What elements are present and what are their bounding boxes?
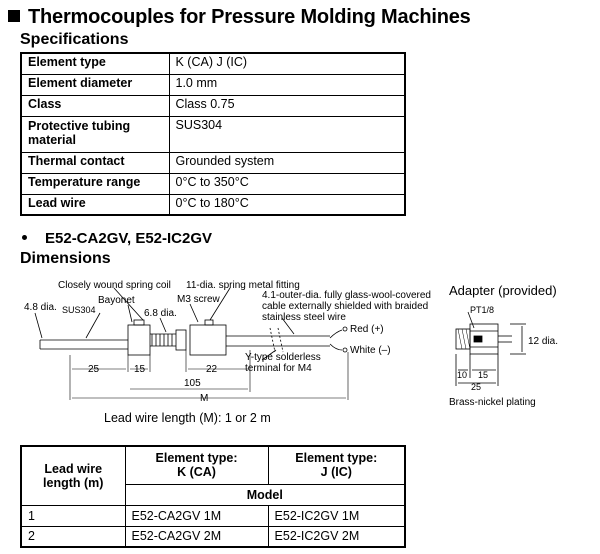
adapter-dim-10-label: 10 [457, 370, 467, 380]
adapter-title: Adapter (provided) [449, 283, 557, 298]
adapter-bore [473, 335, 483, 343]
spec-label: Protective tubing material [20, 115, 170, 153]
title-text: Thermocouples for Pressure Molding Machi… [28, 6, 471, 28]
bayonet-cap [133, 319, 145, 326]
specifications-heading: Specifications [20, 31, 129, 48]
adapter-thread-label: PT1/8 [470, 305, 494, 315]
red-lead-wire [329, 329, 343, 339]
dia-48-label: 4.8 dia. [24, 302, 57, 313]
table-row: 2 E52-CA2GV 2M E52-IC2GV 2M [20, 525, 406, 548]
cable-break-right [277, 327, 284, 353]
dimension-drawing: Closely wound spring coil 11-dia. spring… [24, 280, 558, 404]
terminal-leader [261, 349, 277, 361]
bayonet-body [127, 324, 151, 356]
lead-length-cell: 2 [20, 525, 126, 548]
element-type-k-header: Element type:K (CA) [124, 445, 269, 485]
spec-label: Element type [20, 52, 170, 75]
bayonet-label: Bayonet [98, 295, 135, 306]
terminal-label-line1: Y-type solderless [245, 352, 321, 363]
spec-label: Lead wire [20, 193, 170, 216]
spec-label: Temperature range [20, 172, 170, 195]
square-bullet-icon [8, 10, 20, 22]
cable-label-line3: stainless steel wire [262, 312, 346, 323]
terminal-label-line2: terminal for M4 [245, 363, 312, 374]
models-bullet: E52-CA2GV, E52-IC2GV [22, 230, 212, 247]
dim-22-label: 22 [206, 364, 218, 375]
lead-wire-length-note: Lead wire length (M): 1 or 2 m [104, 411, 271, 425]
m3-screw-leader [189, 303, 199, 323]
model-header: Model [124, 483, 406, 506]
adapter-body [469, 323, 499, 355]
spec-label: Element diameter [20, 73, 170, 96]
spec-label: Thermal contact [20, 151, 170, 174]
spec-value: 1.0 mm [168, 73, 406, 96]
dia-68-label: 6.8 dia. [144, 308, 177, 319]
adapter-dim-15-label: 15 [478, 370, 488, 380]
m3-screw-label: M3 screw [177, 294, 221, 305]
spring-fitting-label: 11-dia. spring metal fitting [186, 280, 300, 291]
spec-value: 0°C to 180°C [168, 193, 406, 216]
adapter-dia-label: 12 dia. [528, 336, 558, 347]
adapter-plating-note: Brass-nickel plating [449, 397, 536, 408]
models-bullet-text: E52-CA2GV, E52-IC2GV [45, 230, 213, 247]
white-lead-wire [329, 343, 343, 351]
cable-leader [281, 317, 295, 335]
spring-fitting [189, 324, 227, 356]
fitting-collar [175, 329, 187, 351]
adapter-thread-leader [467, 311, 475, 329]
cable-break-left [269, 327, 276, 353]
adapter-drawing [455, 311, 526, 386]
spec-value: 0°C to 350°C [168, 172, 406, 195]
model-j-cell: E52-IC2GV 1M [267, 504, 406, 527]
dim-m-label: M [200, 393, 208, 404]
dia-68-leader [159, 317, 167, 333]
model-k-cell: E52-CA2GV 1M [124, 504, 269, 527]
table-row: 1 E52-CA2GV 1M E52-IC2GV 1M [20, 504, 406, 527]
spec-value: K (CA) J (IC) [168, 52, 406, 75]
spec-value: Grounded system [168, 151, 406, 174]
page-title: Thermocouples for Pressure Molding Machi… [8, 6, 471, 29]
bayonet-leader [127, 304, 133, 323]
cable-label-line1: 4.1-outer-dia. fully glass-wool-covered [262, 290, 431, 301]
white-terminal-icon [342, 347, 348, 353]
spring-fitting-leader [209, 287, 231, 321]
dim-105-label: 105 [184, 378, 201, 389]
spring-coil-turns [151, 334, 173, 346]
dim-15-label: 15 [134, 364, 146, 375]
model-k-cell: E52-CA2GV 2M [124, 525, 269, 548]
sus304-label: SUS304 [62, 305, 96, 315]
m3-screw-head [204, 319, 214, 326]
spec-value: SUS304 [168, 115, 406, 153]
cable-label-line2: cable externally shielded with braided [262, 301, 428, 312]
spec-label: Class [20, 94, 170, 117]
element-type-j-header: Element type:J (IC) [267, 445, 406, 485]
sus304-leader [85, 312, 101, 339]
adapter-dim-25-label: 25 [471, 382, 481, 392]
spring-coil-label: Closely wound spring coil [58, 280, 171, 291]
red-terminal-icon [342, 326, 348, 332]
adapter-thread-hatch [457, 328, 471, 350]
spring-coil-leader [113, 287, 144, 321]
spec-value: Class 0.75 [168, 94, 406, 117]
dimensions-heading: Dimensions [20, 250, 111, 267]
bullet-dot-icon [22, 235, 27, 240]
white-wire-label: White (–) [350, 345, 391, 356]
red-wire-label: Red (+) [350, 324, 384, 335]
dim-25-label: 25 [88, 364, 100, 375]
lead-length-cell: 1 [20, 504, 126, 527]
model-j-cell: E52-IC2GV 2M [267, 525, 406, 548]
dia-48-leader [34, 312, 43, 339]
